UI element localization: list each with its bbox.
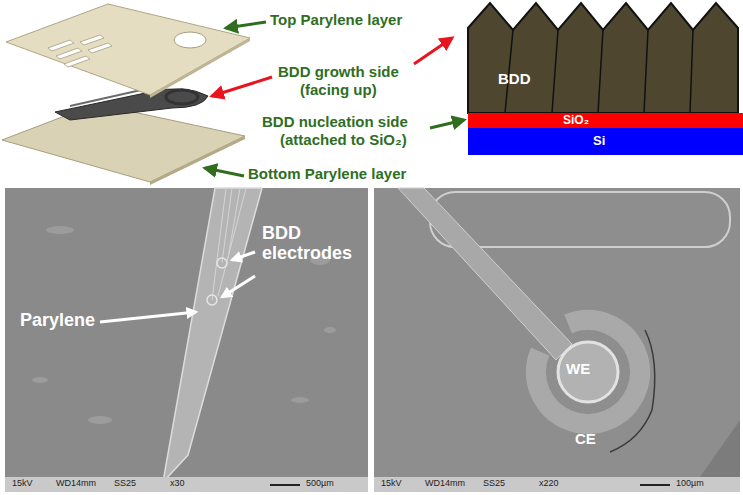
sem-info-bar — [374, 477, 740, 492]
bdd-layer: BDD — [468, 30, 743, 113]
parylene-region — [374, 188, 740, 477]
scale-bar — [270, 484, 300, 486]
trace-outline — [430, 192, 730, 247]
side-name: BDD growth side — [278, 64, 399, 81]
sem-voltage: 15kV — [12, 479, 33, 489]
sem-working-distance: WD14mm — [425, 479, 465, 489]
si-substrate: Si — [468, 128, 743, 155]
leader-arrow — [212, 77, 272, 96]
sem-image — [374, 188, 740, 477]
bdd-electrode-ring — [166, 90, 198, 104]
leader-arrow — [205, 168, 244, 176]
scale-bar — [640, 484, 670, 486]
side-note: (attached to SiO₂) — [280, 132, 407, 149]
layer-name: Bottom Parylene layer — [248, 166, 406, 183]
scale-value: 500µm — [306, 479, 334, 489]
sem-info-bar — [5, 477, 368, 492]
side-note: (facing up) — [300, 82, 377, 99]
electrode-name: WE — [566, 361, 590, 378]
part-name: Parylene — [20, 311, 95, 331]
leader-arrow — [414, 38, 452, 64]
sem-magnification: x30 — [170, 479, 185, 489]
scale-value: 100µm — [676, 479, 704, 489]
probe-electrode — [207, 295, 217, 305]
layer-label: Si — [593, 133, 743, 148]
leader-arrow — [430, 120, 464, 128]
crack-line — [610, 330, 655, 452]
sem-voltage: 15kV — [381, 479, 402, 489]
sheet-edge — [150, 136, 245, 185]
bdd-electrode-piece — [55, 89, 208, 120]
sem-magnification: x220 — [539, 479, 559, 489]
bottom-parylene-sheet — [2, 104, 245, 182]
sio2-layer: SiO₂ — [468, 113, 743, 128]
counter-electrode-ring — [520, 304, 656, 440]
probe-electrode — [217, 258, 227, 268]
part-name: BDD electrodes — [262, 224, 362, 264]
sheet-windows — [48, 35, 112, 67]
grain-boundaries — [505, 30, 693, 113]
side-name: BDD nucleation side — [262, 114, 408, 131]
electrode-trace — [398, 188, 572, 360]
leader-arrow — [226, 22, 266, 28]
leader-arrow — [222, 276, 255, 297]
leader-arrow — [100, 312, 196, 322]
top-parylene-sheet — [6, 4, 250, 95]
leader-arrow — [232, 252, 255, 260]
layer-label: BDD — [498, 70, 743, 87]
layer-label: SiO₂ — [563, 113, 743, 128]
sem-working-distance: WD14mm — [56, 479, 96, 489]
layer-name: Top Parylene layer — [270, 12, 402, 29]
sheet-hole — [174, 32, 206, 48]
sem-spot-size: SS25 — [483, 479, 505, 489]
probe-shank — [163, 188, 262, 482]
bdd-crystal-layer — [468, 3, 738, 113]
working-electrode-disk — [558, 342, 618, 402]
electrode-name: CE — [575, 431, 596, 448]
sem-spot-size: SS25 — [114, 479, 136, 489]
